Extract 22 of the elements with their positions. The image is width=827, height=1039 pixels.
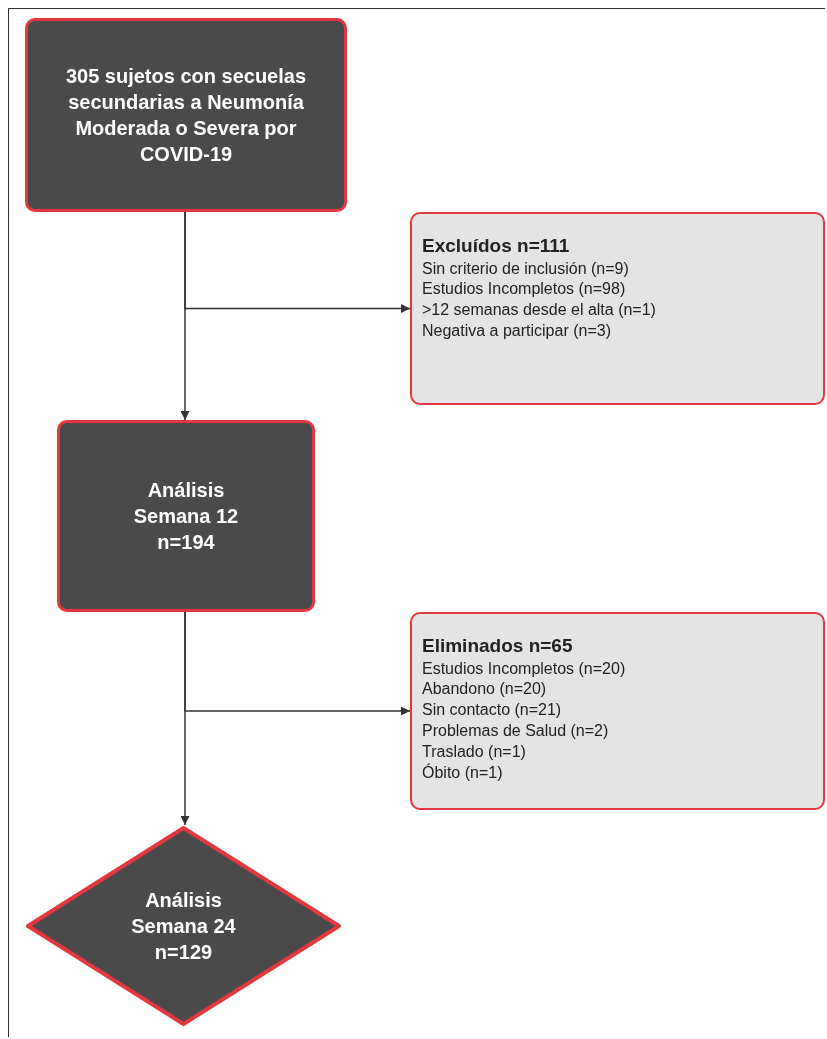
- box-heading: Excluídos n=111: [422, 234, 571, 258]
- exclusion-box: [410, 612, 825, 810]
- node-label: Análisis Semana 12 n=194: [132, 478, 240, 555]
- list-item: Negativa a participar (n=3): [422, 321, 612, 342]
- list-item: Sin criterio de inclusión (n=9): [422, 258, 630, 279]
- arrow: [184, 611, 411, 716]
- list-item: Traslado (n=1): [422, 741, 527, 762]
- list-item: Sin contacto (n=21): [422, 700, 563, 721]
- decision-diamond: [25, 825, 342, 1027]
- list-item: >12 semanas desde el alta (n=1): [422, 300, 657, 321]
- list-item: Problemas de Salud (n=2): [422, 721, 610, 742]
- list-item: Estudios Incompletos (n=20): [422, 658, 627, 679]
- list-item: Estudios Incompletos (n=98): [422, 279, 627, 300]
- process-box: [25, 18, 347, 212]
- list-item: Abandono (n=20): [422, 679, 548, 700]
- process-box: [57, 420, 315, 612]
- box-heading: Eliminados n=65: [422, 634, 574, 658]
- node-label: 305 sujetos con secuelas secundarias a Neumonía Moderada o Severa por COVID-19: [64, 64, 308, 167]
- arrow: [184, 211, 411, 313]
- list-item: Óbito (n=1): [422, 762, 504, 783]
- node-label: Análisis Semana 24 n=129: [130, 888, 237, 965]
- exclusion-box: [410, 212, 825, 405]
